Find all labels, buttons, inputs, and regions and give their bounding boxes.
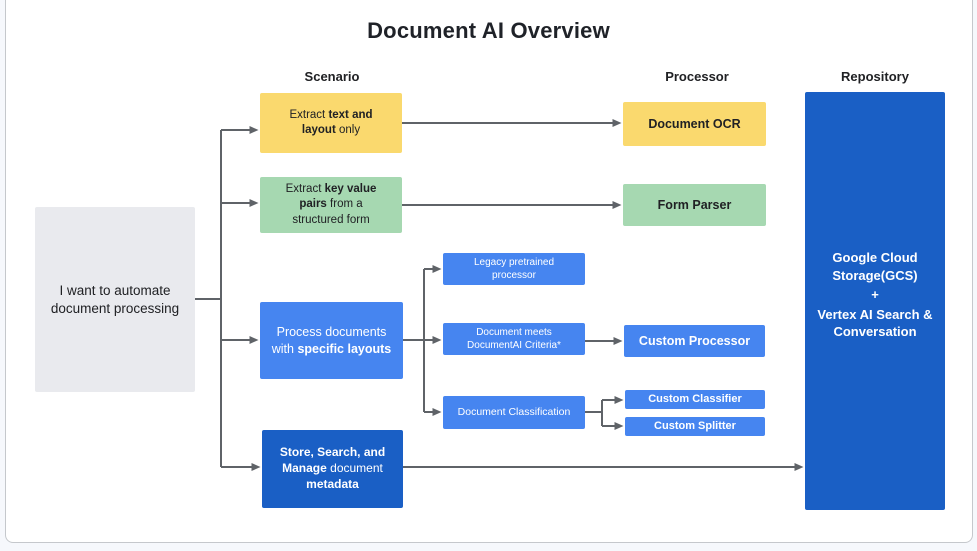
decision-documentai-criteria: Document meets DocumentAI Criteria* <box>443 323 585 355</box>
start-box-label: I want to automate document processing <box>50 282 180 316</box>
scenario-extract-key-value: Extract key value pairs from a structure… <box>260 177 402 233</box>
scenario-specific-layouts-label: Process documents with specific layouts <box>271 325 392 356</box>
scenario-store-search-manage: Store, Search, and Manage document metad… <box>262 430 403 508</box>
scenario-extract-text-layout-label: Extract text and layout only <box>289 108 373 136</box>
scenario-store-search-manage-label: Store, Search, and Manage document metad… <box>279 445 386 491</box>
processor-custom-processor-label: Custom Processor <box>638 333 751 348</box>
processor-form-parser: Form Parser <box>623 184 766 226</box>
page-title: Document AI Overview <box>367 18 610 43</box>
processor-custom-classifier-label: Custom Classifier <box>648 393 742 406</box>
column-header-scenario: Scenario <box>304 69 360 84</box>
repository-line-vertex: Vertex AI Search & Conversation <box>817 306 933 340</box>
processor-document-ocr: Document OCR <box>623 102 766 146</box>
processor-custom-classifier: Custom Classifier <box>625 390 765 409</box>
processor-custom-processor: Custom Processor <box>624 325 765 357</box>
scenario-specific-layouts: Process documents with specific layouts <box>260 302 403 379</box>
decision-document-classification: Document Classification <box>443 396 585 429</box>
repository-label: Google Cloud Storage(GCS) + Vertex AI Se… <box>813 249 937 341</box>
processor-form-parser-label: Form Parser <box>657 197 732 212</box>
scenario-extract-key-value-label: Extract key value pairs from a structure… <box>285 183 377 226</box>
scenario-extract-text-layout: Extract text and layout only <box>260 93 402 153</box>
processor-custom-splitter-label: Custom Splitter <box>654 420 736 433</box>
repository-box: Google Cloud Storage(GCS) + Vertex AI Se… <box>805 92 945 510</box>
column-header-repository: Repository <box>841 69 909 84</box>
decision-document-classification-label: Document Classification <box>457 405 571 418</box>
repository-line-gcs: Google Cloud Storage(GCS) <box>832 250 918 283</box>
decision-documentai-criteria-label: Document meets DocumentAI Criteria* <box>467 326 561 351</box>
decision-legacy-pretrained-label: Legacy pretrained processor <box>473 256 555 281</box>
processor-document-ocr-label: Document OCR <box>648 116 741 131</box>
decision-legacy-pretrained: Legacy pretrained processor <box>443 253 585 285</box>
repository-plus: + <box>871 287 879 303</box>
column-header-processor: Processor <box>665 69 729 84</box>
start-box: I want to automate document processing <box>35 207 195 392</box>
processor-custom-splitter: Custom Splitter <box>625 417 765 436</box>
